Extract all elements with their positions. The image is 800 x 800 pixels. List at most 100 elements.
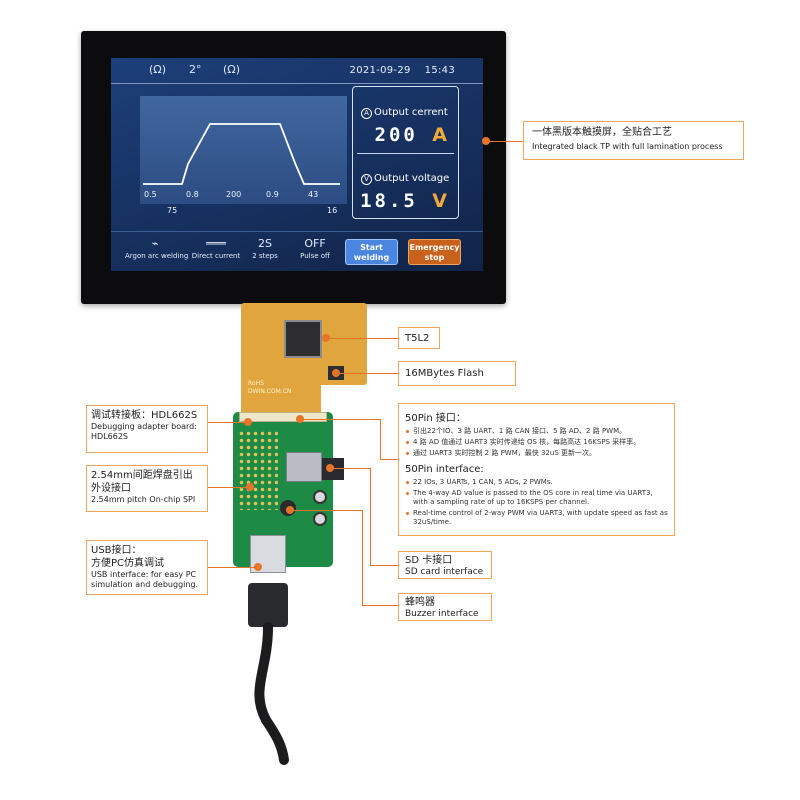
display-leader-line bbox=[487, 141, 523, 142]
pins-callout: 50Pin 接口： 引出22个IO、3 路 UART、1 路 CAN 接口、5 … bbox=[398, 403, 675, 536]
sd-callout: SD 卡接口 SD card interface bbox=[398, 551, 492, 579]
tool-label: Argon arc welding bbox=[125, 252, 189, 260]
adapter-callout: 调试转接板：HDL662S Debugging adapter board: H… bbox=[86, 405, 208, 453]
sd-leader-line-h bbox=[330, 468, 370, 469]
pins-en-item: 22 IOs, 3 UARTs, 1 CAN, 5 ADs, 2 PWMs. bbox=[405, 478, 668, 487]
sd-leader-line-v bbox=[370, 468, 371, 565]
welding-torch-icon: ⌁ bbox=[151, 237, 159, 250]
graph-param-4[interactable]: 0.9 bbox=[266, 190, 279, 199]
output-current-unit: A bbox=[432, 124, 450, 146]
t5l2-callout-label: T5L2 bbox=[405, 333, 430, 344]
output-voltage-value[interactable]: 18.5 V bbox=[360, 190, 450, 212]
flash-leader-line bbox=[336, 373, 398, 374]
display-callout: 一体黑版本触摸屏，全贴合工艺 Integrated black TP with … bbox=[523, 121, 744, 160]
tool-direct-current[interactable]: ═══ Direct current bbox=[191, 236, 241, 260]
graph-param-3[interactable]: 200 bbox=[226, 190, 242, 199]
emergency-stop-button[interactable]: Emergency stop bbox=[408, 239, 461, 265]
stop-button-line2: stop bbox=[424, 253, 445, 262]
rohs-mark: RoHS bbox=[248, 380, 264, 387]
fpc-silkscreen: RoHS DWIN.COM.CN bbox=[248, 380, 308, 400]
flash-callout-label: 16MBytes Flash bbox=[405, 368, 484, 379]
voltage-mode-icon[interactable]: (Ω) bbox=[223, 63, 240, 76]
direct-current-icon: ═══ bbox=[206, 237, 226, 250]
start-button-line1: Start bbox=[360, 243, 383, 252]
sd-leader-line-h2 bbox=[370, 565, 398, 566]
tool-pulse-off[interactable]: OFF Pulse off bbox=[297, 236, 333, 260]
50pin-connector bbox=[239, 412, 327, 422]
tool-argon-arc[interactable]: ⌁ Argon arc welding bbox=[125, 236, 189, 260]
pulse-icon: OFF bbox=[304, 237, 326, 250]
spi-marker bbox=[246, 483, 254, 491]
buzzer-leader-line-h2 bbox=[362, 605, 398, 606]
pins-en-heading: 50Pin interface: bbox=[405, 464, 484, 475]
display-callout-cn: 一体黑版本触摸屏，全贴合工艺 bbox=[532, 127, 672, 138]
tool-label: Direct current bbox=[191, 252, 241, 260]
buzzer-marker bbox=[286, 506, 294, 514]
bottom-toolbar: ⌁ Argon arc welding ═══ Direct current 2… bbox=[111, 231, 483, 271]
sd-callout-en: SD card interface bbox=[405, 567, 484, 577]
usb-cable-path bbox=[254, 622, 289, 765]
adapter-leader-line bbox=[208, 422, 246, 423]
usb-plug bbox=[248, 583, 288, 627]
pins-cn-item: 通过 UART3 实时控制 2 路 PWM，最快 32uS 更新一次。 bbox=[405, 449, 668, 458]
spi-leader-line bbox=[208, 487, 248, 488]
buzzer-callout-en: Buzzer interface bbox=[405, 609, 479, 619]
flash-callout: 16MBytes Flash bbox=[398, 361, 516, 386]
start-button-line2: welding bbox=[353, 253, 390, 262]
brand-url-mark: DWIN.COM.CN bbox=[248, 388, 292, 395]
buzzer-leader-line-h bbox=[290, 510, 362, 511]
tool-two-steps[interactable]: 2S 2 steps bbox=[247, 236, 283, 260]
output-current-value[interactable]: 200 A bbox=[374, 124, 450, 146]
adapter-callout-en2: HDL662S bbox=[91, 432, 128, 441]
usb-callout-cn1: USB接口： bbox=[91, 545, 142, 556]
pins-cn-item: 引出22个IO、3 路 UART、1 路 CAN 接口、5 路 AD、2 路 P… bbox=[405, 427, 668, 436]
usb-callout: USB接口： 方便PC仿真调试 USB interface: for easy … bbox=[86, 540, 208, 595]
adapter-callout-cn: 调试转接板：HDL662S bbox=[91, 410, 198, 421]
status-time: 15:43 bbox=[424, 65, 455, 76]
display-marker bbox=[482, 137, 490, 145]
buzzer-leader-line-v bbox=[362, 510, 363, 605]
pins-marker bbox=[296, 415, 304, 423]
pins-leader-line-h2 bbox=[380, 459, 398, 460]
start-welding-button[interactable]: Start welding bbox=[345, 239, 398, 265]
capacitor bbox=[313, 512, 327, 526]
pins-en-item: Real-time control of 2-way PWM via UART3… bbox=[405, 509, 668, 527]
pins-leader-line-v bbox=[380, 419, 381, 459]
tool-label: 2 steps bbox=[252, 252, 278, 260]
graph-param-5[interactable]: 43 bbox=[308, 190, 319, 199]
pins-leader-line-h bbox=[300, 419, 380, 420]
fpc-tail bbox=[241, 370, 321, 414]
pulse-setting-icon[interactable]: 2° bbox=[189, 63, 202, 76]
readout-divider bbox=[357, 153, 454, 154]
t5l2-callout: T5L2 bbox=[398, 327, 440, 349]
graph-param-6[interactable]: 75 bbox=[167, 206, 178, 215]
adapter-callout-en1: Debugging adapter board: bbox=[91, 422, 197, 431]
graph-param-7[interactable]: 16 bbox=[327, 206, 338, 215]
sd-marker bbox=[326, 464, 334, 472]
spi-callout-en: 2.54mm pitch On-chip SPI bbox=[91, 495, 196, 504]
spi-callout-cn1: 2.54mm间距焊盘引出 bbox=[91, 470, 193, 481]
current-mode-icon[interactable]: (Ω) bbox=[149, 63, 166, 76]
usb-marker bbox=[254, 563, 262, 571]
sd-callout-cn: SD 卡接口 bbox=[405, 555, 453, 566]
process-curve bbox=[143, 123, 340, 185]
process-curve-line bbox=[143, 123, 340, 185]
pins-en-item: The 4-way AD value is passed to the OS c… bbox=[405, 489, 668, 507]
tool-label: Pulse off bbox=[300, 252, 330, 260]
current-icon: A bbox=[361, 108, 372, 119]
capacitor bbox=[313, 490, 327, 504]
graph-param-1[interactable]: 0.5 bbox=[144, 190, 157, 199]
welding-process-graph[interactable]: 0.5 0.8 200 0.9 43 bbox=[140, 96, 347, 204]
t5l2-leader-line bbox=[326, 338, 398, 339]
graph-param-2[interactable]: 0.8 bbox=[186, 190, 199, 199]
usb-callout-en2: simulation and debugging. bbox=[91, 580, 199, 589]
pin-pad-grid bbox=[238, 430, 278, 510]
sd-card-slot bbox=[286, 452, 322, 482]
